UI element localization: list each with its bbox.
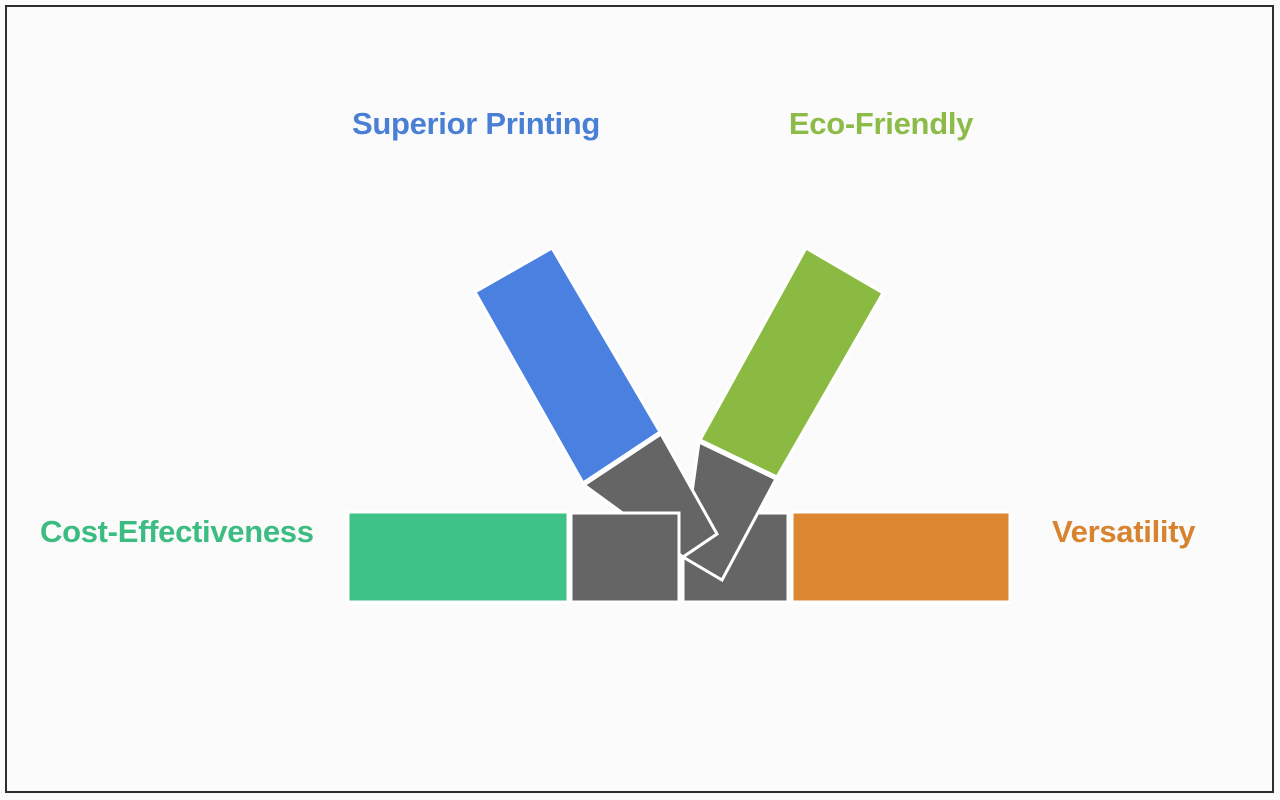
- cost-effectiveness-bar: [346, 510, 570, 604]
- superior-printing-label: Superior Printing: [352, 106, 600, 141]
- marker-labels: Superior Printing Eco-Friendly Cost-Effe…: [40, 106, 1197, 549]
- cost-effectiveness-tip: [569, 511, 681, 604]
- marker-pieces: [346, 245, 1012, 604]
- eco-friendly-label: Eco-Friendly: [789, 106, 974, 141]
- eco-friendly-bar: [697, 245, 886, 479]
- versatility-bar: [790, 510, 1012, 604]
- versatility-label: Versatility: [1052, 514, 1196, 549]
- superior-printing-bar: [472, 245, 663, 486]
- cost-effectiveness-label: Cost-Effectiveness: [40, 514, 314, 549]
